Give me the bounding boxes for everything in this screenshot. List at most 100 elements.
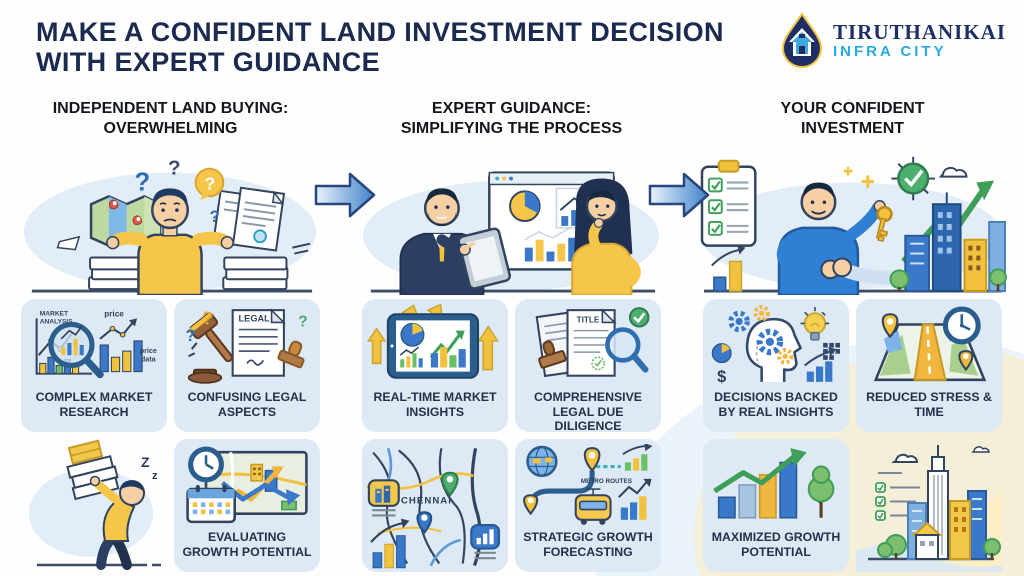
- card-complex-market-research: MARKET ANALYSIS price price data: [21, 299, 167, 432]
- route-label: METRO ROUTES: [581, 478, 632, 485]
- mini-bar-chart-icon: [804, 347, 837, 382]
- svg-text:TITLE: TITLE: [577, 315, 600, 324]
- clock-icon: [188, 446, 224, 483]
- card-label: DECISIONS BACKED BY REAL INSIGHTS: [714, 390, 838, 419]
- confident-handshake-illustration: [700, 156, 1007, 295]
- question-mark-icon: ?: [134, 168, 150, 196]
- checklist-icon: [700, 159, 757, 247]
- map-pin-icon: [416, 511, 433, 535]
- map-pin-icon: [583, 447, 601, 473]
- up-arrow-icon: [366, 327, 387, 365]
- page-title-line2: WITH EXPERT GUIDANCE: [36, 46, 381, 77]
- column-header-line2: SIMPLIFYING THE PROCESS: [400, 119, 623, 137]
- checklist-lines-icon: [875, 472, 920, 521]
- confused-buyer-illustration: ? ? ? ?: [23, 157, 317, 295]
- pie-chart-icon: [711, 343, 732, 364]
- svg-text:price: price: [140, 347, 157, 355]
- column-header-line1: INDEPENDENT LAND BUYING:: [52, 100, 289, 117]
- logo-subtitle: INFRA CITY: [832, 42, 947, 60]
- market-research-art: MARKET ANALYSIS price price data: [35, 309, 157, 379]
- check-circle-icon: [628, 307, 650, 328]
- card-label: EVALUATING GROWTH POTENTIAL: [182, 530, 312, 559]
- column-header-line2: INVESTMENT: [800, 119, 905, 137]
- card-evaluating-growth-potential: EVALUATING GROWTH POTENTIAL: [174, 439, 320, 572]
- logo-drop-house-icon: [781, 12, 822, 68]
- cloud-icon: [939, 166, 968, 178]
- lightbulb-icon: [800, 307, 830, 341]
- column-header-line2: OVERWHELMING: [103, 119, 238, 137]
- mini-bar-chart-icon: [622, 444, 653, 471]
- map-pin-icon: [881, 313, 899, 339]
- magnifier-icon: [605, 327, 649, 373]
- brand-logo: TIRUTHANIKAI INFRA CITY: [779, 12, 1006, 68]
- card-decisions-backed: $ DECIS: [703, 299, 849, 432]
- document-icon: [212, 186, 286, 252]
- flow-arrow-icon: [314, 168, 378, 227]
- city-buildings-icon: [907, 445, 987, 560]
- strategic-forecasting-art: METRO ROUTES: [523, 444, 653, 525]
- gear-icon: [728, 310, 750, 333]
- column-header-line1: EXPERT GUIDANCE:: [431, 100, 592, 117]
- card-label: REDUCED STRESS & TIME: [866, 390, 992, 419]
- map-pin-icon: [441, 471, 459, 497]
- sparkle-icon: [843, 166, 853, 176]
- client-woman: [571, 178, 641, 295]
- key-icon: [875, 205, 893, 243]
- market-insights-art: [366, 304, 499, 379]
- svg-text:MARKET: MARKET: [40, 310, 68, 317]
- column-header: INDEPENDENT LAND BUYING: OVERWHELMING: [53, 95, 289, 145]
- cloud-icon: [971, 446, 990, 453]
- flow-arrow-icon: [648, 168, 712, 227]
- sparkle-icon: [861, 175, 875, 188]
- svg-text:?: ?: [205, 173, 216, 193]
- growth-arrow-icon: [713, 454, 797, 494]
- magnifier-icon: [48, 321, 104, 379]
- legal-aspects-art: LEGAL: [186, 307, 308, 384]
- gavel-icon: [187, 312, 234, 384]
- decisions-insights-art: $: [711, 305, 841, 386]
- card-chennai-map: CHENNAI: [362, 439, 508, 572]
- chennai-map-art: CHENNAI: [366, 447, 501, 569]
- chart-badge-icon: [470, 524, 501, 560]
- svg-text:data: data: [141, 355, 157, 363]
- up-arrow-icon: [477, 325, 499, 371]
- expert-presentation-illustration: [362, 171, 660, 295]
- metro-train-icon: [574, 488, 612, 525]
- column-header: YOUR CONFIDENT INVESTMENT: [781, 95, 925, 145]
- mini-bar-chart-icon: [711, 245, 746, 292]
- tired-man: [89, 475, 145, 570]
- card-real-time-market-insights: REAL-TIME MARKET INSIGHTS: [362, 299, 508, 432]
- paper-stack-icon: [222, 242, 311, 291]
- question-mark-icon: ?: [209, 207, 219, 226]
- city-skyline-illustration: [856, 439, 1002, 572]
- mini-bar-chart-icon: [618, 478, 652, 520]
- reduced-stress-art: [873, 306, 987, 382]
- clock-icon: [942, 306, 981, 345]
- svg-text:price: price: [104, 309, 124, 318]
- question-mark-icon: ?: [186, 327, 196, 345]
- map-pin-icon: [958, 350, 974, 372]
- building-badge-icon: [367, 479, 400, 517]
- city-buildings-icon: [889, 192, 1007, 293]
- gear-icon: [777, 348, 794, 365]
- maximized-growth-art: [713, 448, 835, 519]
- card-legal-due-diligence: TITLE: [515, 299, 661, 433]
- card-label: COMPREHENSIVE LEGAL DUE DILIGENCE: [534, 390, 642, 433]
- column-confident-investment: YOUR CONFIDENT INVESTMENT: [682, 95, 1023, 572]
- column-expert-guidance: EXPERT GUIDANCE: SIMPLIFYING THE PROCESS: [341, 95, 682, 572]
- card-reduced-stress-time: REDUCED STRESS & TIME: [856, 299, 1002, 432]
- column-header-line1: YOUR CONFIDENT: [780, 100, 925, 117]
- advisor-man: [399, 188, 512, 295]
- card-label: MAXIMIZED GROWTH POTENTIAL: [711, 530, 841, 559]
- gear-icon: [753, 305, 770, 322]
- question-mark-icon: ?: [202, 307, 213, 328]
- svg-text:ANALYSIS: ANALYSIS: [40, 318, 74, 325]
- sleep-z-icon: Z: [141, 454, 150, 470]
- card-label: REAL-TIME MARKET INSIGHTS: [373, 390, 497, 419]
- tired-buyer-illustration: Z z: [21, 439, 167, 572]
- evaluating-growth-art: [186, 446, 308, 524]
- tree-icon: [807, 465, 835, 518]
- page-title-line1: MAKE A CONFIDENT LAND INVESTMENT DECISIO…: [36, 17, 724, 47]
- stamp-icon: [277, 340, 305, 369]
- card-label: CONFUSING LEGAL ASPECTS: [187, 390, 307, 419]
